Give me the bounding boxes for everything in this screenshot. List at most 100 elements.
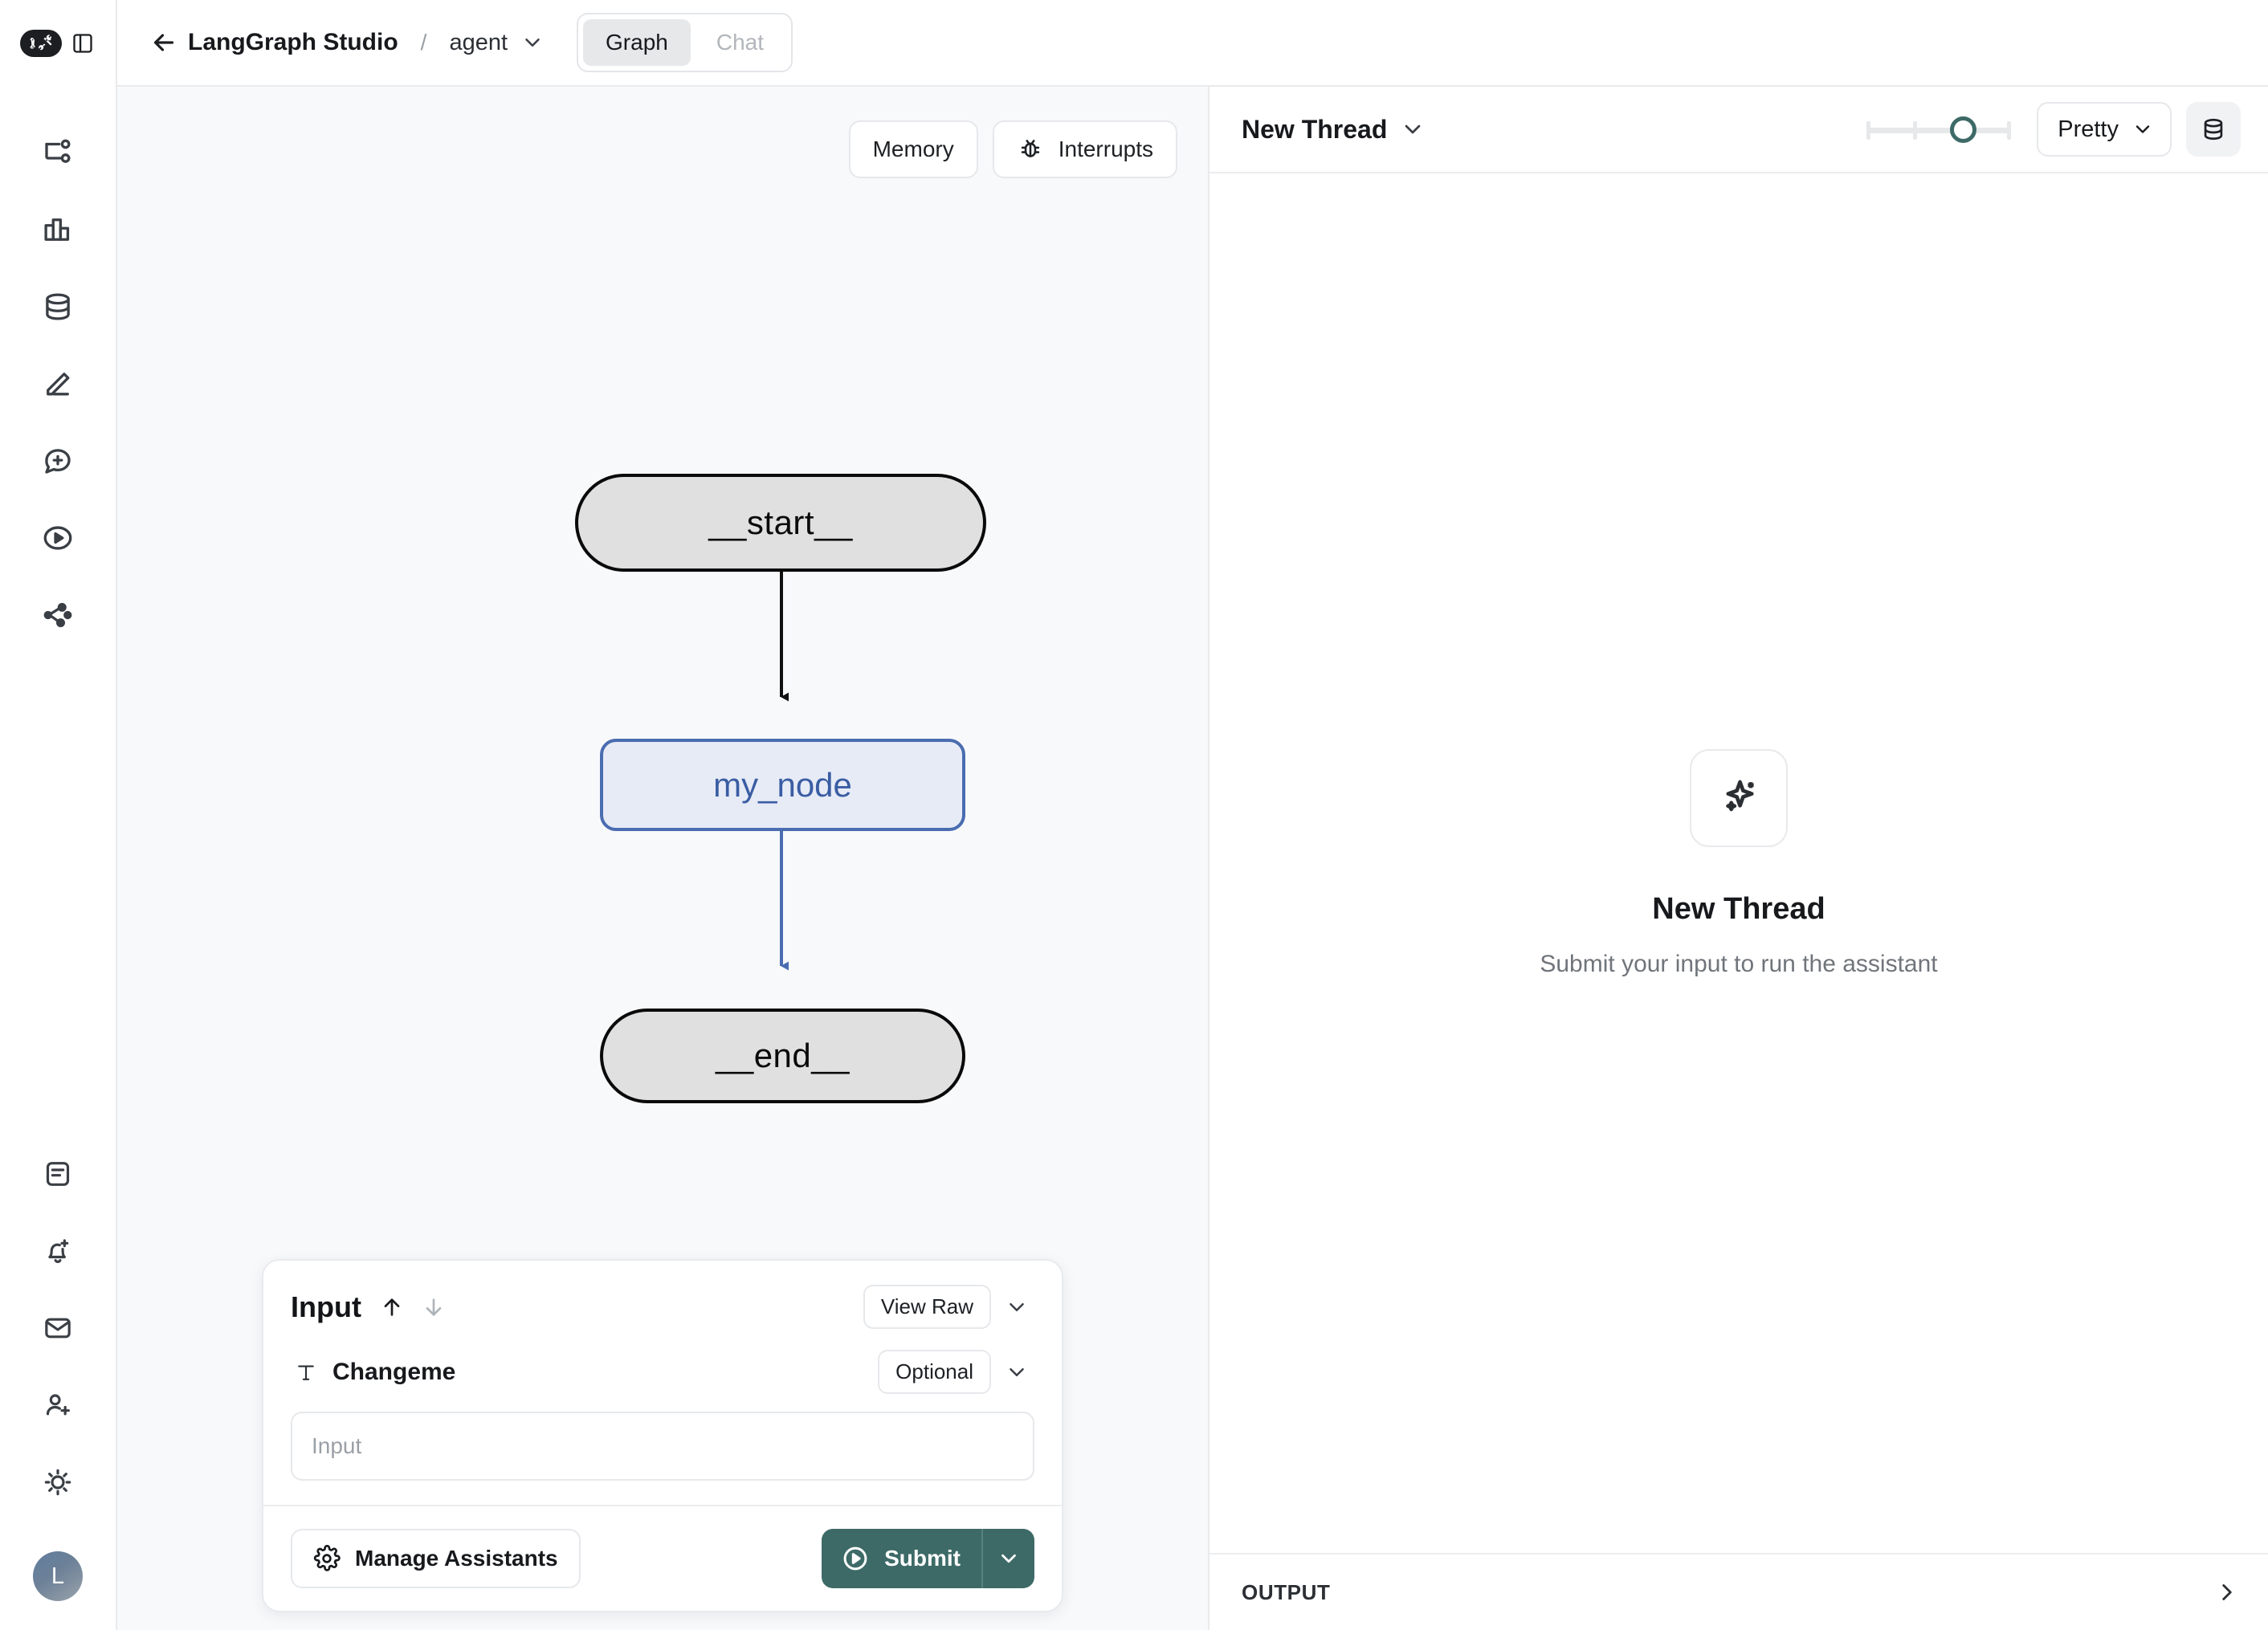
- thread-state-button[interactable]: [2186, 102, 2241, 157]
- chevron-right-icon[interactable]: [2213, 1579, 2241, 1606]
- database-icon: [41, 290, 75, 328]
- text-type-icon: [291, 1357, 321, 1388]
- share-nodes-icon: [41, 598, 75, 636]
- graph-node-start-label: __start__: [708, 503, 853, 541]
- history-slider[interactable]: [1866, 112, 2012, 147]
- main-column: LangGraph Studio / agent Graph Chat Memo…: [117, 0, 2268, 1630]
- view-tabs: Graph Chat: [577, 13, 793, 72]
- tab-chat[interactable]: Chat: [716, 30, 764, 55]
- left-rail: L: [0, 0, 117, 1630]
- bar-chart-icon: [41, 213, 75, 251]
- slider-knob[interactable]: [1950, 116, 1977, 143]
- arrow-down-icon[interactable]: [416, 1290, 451, 1325]
- pencil-icon: [41, 367, 75, 405]
- thread-panel: New Thread Pretty: [1209, 87, 2268, 1630]
- submit-button-label: Submit: [884, 1546, 961, 1571]
- user-plus-icon: [42, 1389, 74, 1425]
- avatar[interactable]: L: [33, 1551, 83, 1601]
- optional-badge[interactable]: Optional: [878, 1350, 991, 1394]
- rail-secondary-nav: [16, 1137, 100, 1537]
- sidebar-item-datasets[interactable]: [16, 270, 100, 347]
- empty-state-subtitle: Submit your input to run the assistant: [1540, 950, 1938, 977]
- sidebar-item-monitoring[interactable]: [16, 193, 100, 270]
- format-select[interactable]: Pretty: [2037, 102, 2172, 157]
- input-field-header: Changeme Optional: [263, 1335, 1062, 1394]
- panel-toggle-icon[interactable]: [69, 30, 96, 57]
- memory-button[interactable]: Memory: [848, 120, 978, 178]
- submit-button[interactable]: Submit: [822, 1529, 981, 1588]
- input-panel-actions: Manage Assistants: [263, 1506, 1062, 1611]
- bug-icon: [1017, 136, 1044, 163]
- page-title: LangGraph Studio: [188, 29, 398, 55]
- thread-empty-state: New Thread Submit your input to run the …: [1209, 173, 2268, 1553]
- output-bar[interactable]: OUTPUT: [1209, 1553, 2268, 1630]
- memory-button-label: Memory: [872, 137, 954, 161]
- chevron-down-icon[interactable]: [520, 31, 545, 55]
- document-text-icon: [42, 1158, 74, 1194]
- interrupts-button[interactable]: Interrupts: [992, 120, 1177, 178]
- graph-node-end-label: __end__: [715, 1037, 850, 1074]
- thread-selector-chevron-down-icon[interactable]: [1395, 112, 1430, 147]
- manage-assistants-label: Manage Assistants: [355, 1546, 558, 1571]
- input-collapse-chevron-down-icon[interactable]: [999, 1290, 1034, 1325]
- play-circle-icon: [41, 521, 75, 559]
- sparkles-icon: [1690, 748, 1788, 847]
- sidebar-item-theme[interactable]: [16, 1445, 100, 1522]
- git-branch-tracing-icon: [41, 136, 75, 173]
- thread-selector-label[interactable]: New Thread: [1242, 114, 1388, 144]
- sidebar-item-inbox[interactable]: [16, 1291, 100, 1368]
- tab-graph[interactable]: Graph: [583, 19, 691, 66]
- top-bar: LangGraph Studio / agent Graph Chat: [117, 0, 2268, 87]
- graph-node-end[interactable]: __end__: [600, 1009, 965, 1103]
- play-circle-icon: [841, 1544, 870, 1573]
- graph-toolbar: Memory Interrupts: [848, 120, 1177, 178]
- assistant-selector-label[interactable]: agent: [449, 29, 508, 55]
- sidebar-item-invite[interactable]: [16, 1368, 100, 1445]
- input-panel: Input View Raw: [262, 1259, 1063, 1612]
- arrow-up-icon[interactable]: [374, 1290, 410, 1325]
- body-split: Memory Interrupts: [117, 87, 2268, 1630]
- langchain-parrot-tools-logo[interactable]: [19, 30, 62, 57]
- database-icon: [2200, 116, 2227, 143]
- input-panel-divider: [263, 1505, 1062, 1506]
- format-chevron-down-icon: [2131, 118, 2154, 141]
- slider-tick-start: [1866, 121, 1871, 140]
- graph-canvas[interactable]: __start__ my_node __end__: [117, 87, 1208, 1630]
- field-collapse-chevron-down-icon[interactable]: [999, 1355, 1034, 1390]
- thread-header: New Thread Pretty: [1209, 87, 2268, 173]
- bell-plus-icon: [42, 1235, 74, 1271]
- view-raw-button[interactable]: View Raw: [863, 1285, 991, 1329]
- slider-tick-end: [2007, 121, 2012, 140]
- graph-node-my-node-label: my_node: [713, 765, 852, 804]
- sidebar-item-tracing[interactable]: [16, 116, 100, 193]
- submit-options-chevron-down-icon[interactable]: [981, 1529, 1034, 1588]
- interrupts-button-label: Interrupts: [1058, 137, 1153, 161]
- input-textbox[interactable]: Input: [291, 1412, 1034, 1481]
- slider-tick-mid: [1913, 121, 1918, 140]
- arrow-left-icon[interactable]: [146, 25, 182, 60]
- sidebar-item-docs[interactable]: [16, 1137, 100, 1214]
- rail-logo-row: [0, 0, 116, 87]
- gear-icon: [313, 1545, 341, 1572]
- empty-state-title: New Thread: [1652, 891, 1825, 926]
- input-panel-title: Input: [291, 1290, 361, 1323]
- slider-track: [1866, 128, 2012, 133]
- sidebar-item-annotate[interactable]: [16, 347, 100, 424]
- graph-node-my-node[interactable]: my_node: [600, 739, 965, 831]
- format-select-label: Pretty: [2058, 116, 2119, 142]
- sidebar-item-alerts[interactable]: [16, 1214, 100, 1291]
- sun-icon: [42, 1466, 74, 1502]
- rail-primary-nav: [16, 116, 100, 655]
- message-plus-icon: [41, 444, 75, 482]
- sidebar-item-playground[interactable]: [16, 501, 100, 578]
- manage-assistants-button[interactable]: Manage Assistants: [291, 1529, 581, 1588]
- submit-button-group: Submit: [822, 1529, 1034, 1588]
- graph-panel: Memory Interrupts: [117, 87, 1209, 1630]
- sidebar-item-prompts[interactable]: [16, 424, 100, 501]
- sidebar-item-deployments[interactable]: [16, 578, 100, 655]
- input-panel-header: Input View Raw: [263, 1261, 1062, 1335]
- output-label: OUTPUT: [1242, 1579, 1331, 1604]
- breadcrumb-separator: /: [420, 30, 427, 55]
- graph-node-start[interactable]: __start__: [575, 474, 986, 572]
